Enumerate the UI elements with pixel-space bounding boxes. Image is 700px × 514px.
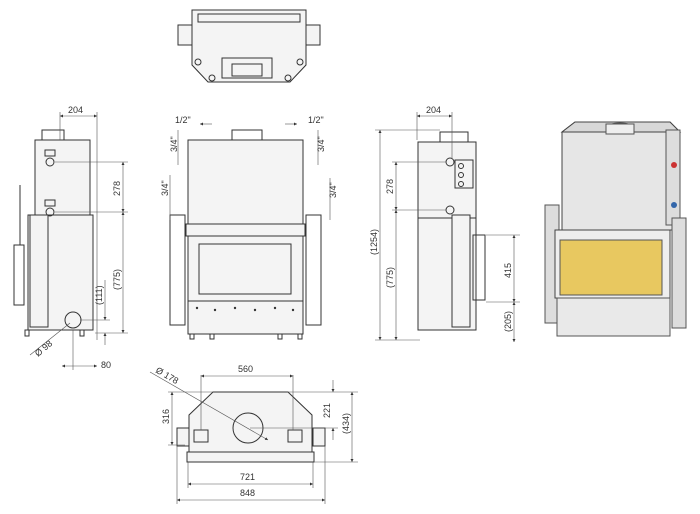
dim-top-width: 560 xyxy=(238,364,253,374)
dim-base-height: (205) xyxy=(503,311,513,332)
dim-width-right: 204 xyxy=(426,105,441,115)
dim-pipe-spacing: 278 xyxy=(112,181,122,196)
dim-right-upper-connection: 3/4" xyxy=(316,136,326,152)
dim-pipe-spacing-right: 278 xyxy=(385,179,395,194)
dim-top-left-connection: 1/2" xyxy=(175,115,191,125)
dim-outlet-height: (111) xyxy=(94,285,104,305)
dim-total-depth: (434) xyxy=(341,413,351,434)
top-view xyxy=(177,9,321,83)
dim-left-upper-connection: 3/4" xyxy=(169,136,179,152)
dim-depth: 316 xyxy=(161,409,171,424)
dim-flue-offset: 221 xyxy=(322,403,332,418)
dim-right-lower-connection: 3/4" xyxy=(328,182,338,198)
dim-height-lower: (775) xyxy=(112,269,122,290)
dim-door-height: 415 xyxy=(503,263,513,278)
dim-flue-diameter: Ø 178 xyxy=(154,365,180,386)
plan-view: Ø 178 560 316 221 (434) 721 848 xyxy=(149,364,358,504)
dim-height-lower-right: (775) xyxy=(385,267,395,288)
dim-total-width: 848 xyxy=(240,488,255,498)
dim-outlet-diameter: Ø 98 xyxy=(33,338,54,358)
side-view-left: 204 278 (775) (111) Ø 98 80 xyxy=(13,105,128,370)
dim-inner-width: 721 xyxy=(240,472,255,482)
dim-total-height: (1254) xyxy=(369,229,379,255)
front-view: 1/2" 1/2" 3/4" 3/4" 3/4" 3/4" xyxy=(160,115,338,340)
dim-top-right-connection: 1/2" xyxy=(308,115,324,125)
dim-left-lower-connection: 3/4" xyxy=(160,180,170,196)
isometric-view xyxy=(544,121,687,337)
side-view-right: 204 (1254) 278 (775) 415 (205) xyxy=(369,105,520,342)
dim-width: 204 xyxy=(68,105,83,115)
dim-outlet-offset: 80 xyxy=(101,360,111,370)
